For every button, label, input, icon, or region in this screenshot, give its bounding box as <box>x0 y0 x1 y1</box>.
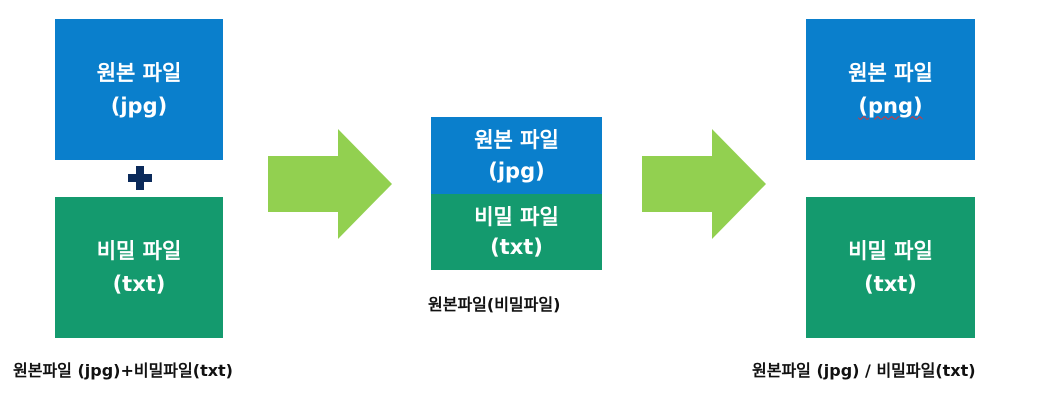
right-original-file-block: 원본 파일 (png) <box>806 19 975 160</box>
middle-secret-file-block: 비밀 파일 (txt) <box>431 194 602 270</box>
right-caption: 원본파일 (jpg) / 비밀파일(txt) <box>752 361 976 380</box>
left-caption: 원본파일 (jpg)+비밀파일(txt) <box>13 361 233 380</box>
left-secret-label: 비밀 파일 <box>96 238 182 263</box>
arrow-right-icon <box>642 129 766 239</box>
plus-icon <box>128 166 152 190</box>
left-original-label: 원본 파일 <box>96 60 182 85</box>
middle-secret-ext: (txt) <box>490 235 543 259</box>
middle-original-ext: (jpg) <box>488 158 545 183</box>
right-secret-file-block: 비밀 파일 (txt) <box>806 197 975 338</box>
arrow-right-icon <box>268 129 392 239</box>
middle-caption: 원본파일(비밀파일) <box>428 295 561 314</box>
left-secret-ext: (txt) <box>112 271 166 296</box>
right-secret-label: 비밀 파일 <box>848 238 933 263</box>
middle-secret-label: 비밀 파일 <box>474 204 559 229</box>
left-original-ext: (jpg) <box>110 93 168 118</box>
middle-original-label: 원본 파일 <box>474 128 559 153</box>
middle-original-file-block: 원본 파일 (jpg) <box>431 117 602 194</box>
right-original-ext: (png) <box>858 93 923 118</box>
left-secret-file-block: 비밀 파일 (txt) <box>55 197 223 338</box>
right-secret-ext: (txt) <box>864 271 917 296</box>
right-original-label: 원본 파일 <box>848 60 933 85</box>
left-original-file-block: 원본 파일 (jpg) <box>55 19 223 160</box>
